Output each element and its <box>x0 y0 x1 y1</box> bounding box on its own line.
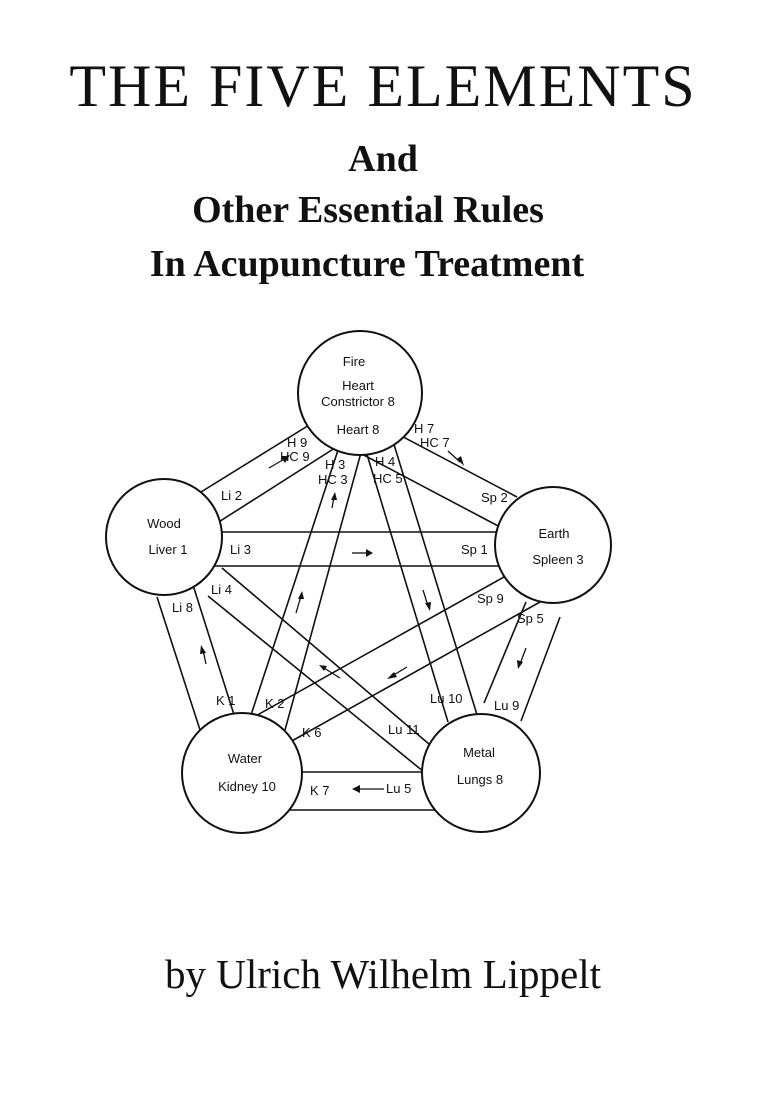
point-k7: K 7 <box>310 783 330 798</box>
point-lu9: Lu 9 <box>494 698 519 713</box>
book-title-text: THE FIVE ELEMENTS <box>69 53 697 119</box>
star-channels <box>170 437 560 773</box>
point-h4: H 4 <box>375 454 395 469</box>
earth-name: Earth <box>538 526 569 541</box>
arrow-wood-fire-icon <box>268 455 290 469</box>
arrow-metal-wood-icon <box>319 665 341 679</box>
metal-name: Metal <box>463 745 495 760</box>
point-k6: K 6 <box>302 725 322 740</box>
arrow-metal-water-icon <box>352 785 384 793</box>
water-line-2: Kidney 10 <box>218 779 276 794</box>
subtitle-line-3: In Acupuncture Treatment <box>149 243 585 285</box>
point-hc5: HC 5 <box>373 471 403 486</box>
subtitle-line-1: And <box>348 138 418 180</box>
water-name: Water <box>228 751 263 766</box>
point-k1: K 1 <box>216 693 236 708</box>
arrow-earth-water-icon <box>387 666 408 679</box>
subtitle-line-2: Other Essential Rules <box>192 189 544 231</box>
arrow-earth-metal-icon <box>517 647 527 669</box>
arrow-wood-earth-icon <box>352 549 373 557</box>
point-hc3: HC 3 <box>318 472 348 487</box>
book-title: THE FIVE ELEMENTS <box>0 52 766 121</box>
water-circle <box>181 712 303 834</box>
earth-circle <box>494 486 612 604</box>
earth-line-2: Spleen 3 <box>532 552 583 567</box>
arrow-fire-metal-icon <box>422 589 431 611</box>
point-lu5: Lu 5 <box>386 781 411 796</box>
flow-arrows <box>200 450 527 793</box>
arrow-fire-earth-icon <box>447 450 464 466</box>
point-li8: Li 8 <box>172 600 193 615</box>
fire-line-4: Heart 8 <box>337 422 380 437</box>
point-hc7: HC 7 <box>420 435 450 450</box>
point-sp5: Sp 5 <box>517 611 544 626</box>
metal-circle <box>421 713 541 833</box>
point-sp2: Sp 2 <box>481 490 508 505</box>
arrow-water-wood-icon <box>200 645 207 665</box>
fire-circle <box>297 330 423 456</box>
author-byline: by Ulrich Wilhelm Lippelt <box>165 951 601 997</box>
point-lu10: Lu 10 <box>430 691 463 706</box>
element-circles <box>105 330 612 834</box>
pentagon-channels <box>156 395 561 811</box>
point-h9: H 9 <box>287 435 307 450</box>
wood-line-2: Liver 1 <box>148 542 187 557</box>
wood-name: Wood <box>147 516 181 531</box>
point-h7: H 7 <box>414 421 434 436</box>
element-labels: Fire Heart Constrictor 8 Heart 8 Earth S… <box>147 354 584 794</box>
fire-line-3: Constrictor 8 <box>321 394 395 409</box>
wood-circle <box>105 478 223 596</box>
point-labels: H 9 HC 9 H 7 HC 7 H 3 HC 3 H 4 HC 5 Li 2… <box>172 421 544 798</box>
point-li2: Li 2 <box>221 488 242 503</box>
fire-name: Fire <box>343 354 365 369</box>
point-li4: Li 4 <box>211 582 232 597</box>
point-k2: K 2 <box>265 696 285 711</box>
metal-line-2: Lungs 8 <box>457 772 503 787</box>
point-h3: H 3 <box>325 457 345 472</box>
point-lu11: Lu 11 <box>388 722 420 737</box>
point-li3: Li 3 <box>230 542 251 557</box>
arrow-water-fire-icon <box>295 591 304 614</box>
fire-line-2: Heart <box>342 378 374 393</box>
arrow-water-fire-2-icon <box>331 492 337 509</box>
point-hc9: HC 9 <box>280 449 310 464</box>
point-sp1: Sp 1 <box>461 542 488 557</box>
point-sp9: Sp 9 <box>477 591 504 606</box>
